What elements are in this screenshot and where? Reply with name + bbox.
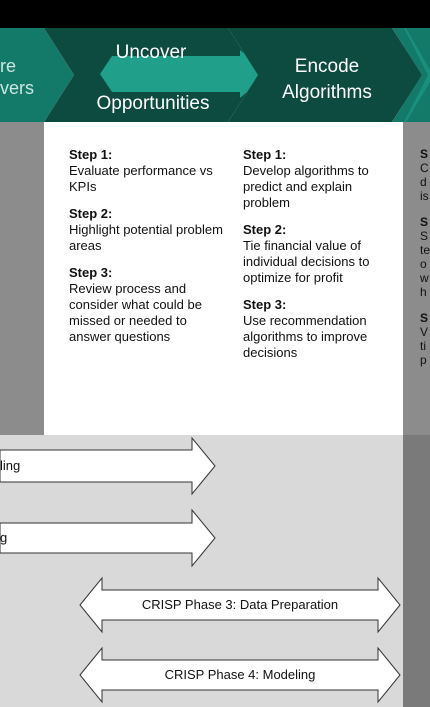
encode-step-1: Step 1: Develop algorithms to predict an…	[243, 147, 393, 211]
step-body: Use recommendation algorithms to improve…	[243, 313, 368, 360]
step-body: Highlight potential problem areas	[69, 222, 223, 253]
step-heading: Step 1:	[243, 147, 287, 162]
partial-line: is	[420, 189, 429, 203]
chevron-encode	[228, 28, 422, 122]
partial-line: o	[420, 257, 427, 271]
partial-line: p	[420, 353, 427, 367]
uncover-step-1: Step 1: Evaluate performance vs KPIs	[69, 147, 229, 195]
crisp-phase4-label: CRISP Phase 4: Modeling	[164, 667, 316, 682]
step-body: Review process and consider what could b…	[69, 281, 202, 344]
chevron-left-partial	[0, 28, 74, 122]
encode-step-3: Step 3: Use recommendation algorithms to…	[243, 297, 393, 361]
uncover-line1: Uncover	[115, 42, 187, 63]
partial-arrow-2-label: g	[0, 530, 8, 545]
partial-line: S	[420, 229, 429, 243]
partial-arrow-1-label: ling	[0, 458, 21, 473]
partial-line: C	[420, 161, 429, 175]
step-heading: Step 3:	[69, 265, 113, 280]
step-heading: Step 2:	[69, 206, 113, 221]
partial-line: d	[420, 175, 427, 189]
encode-steps: Step 1: Develop algorithms to predict an…	[243, 147, 393, 372]
partial-heading-1: S	[420, 147, 429, 161]
partial-line: te	[420, 243, 430, 257]
step-heading: Step 3:	[243, 297, 287, 312]
right-partial-steps: S C d is S S te o w h S V ti p	[420, 147, 430, 367]
crisp-phase3-arrow	[79, 576, 401, 634]
encode-line1: Encode	[294, 56, 360, 77]
step-body: Develop algorithms to predict and explai…	[243, 163, 369, 210]
partial-heading-3: S	[420, 311, 429, 325]
partial-line: V	[420, 325, 429, 339]
encode-line2: Algorithms	[282, 82, 372, 103]
step-heading: Step 2:	[243, 222, 287, 237]
uncover-steps: Step 1: Evaluate performance vs KPIs Ste…	[69, 147, 229, 356]
encode-step-2: Step 2: Tie financial value of individua…	[243, 222, 393, 286]
crisp-phase3-label: CRISP Phase 3: Data Preparation	[141, 597, 339, 612]
step-body: Tie financial value of individual decisi…	[243, 238, 370, 285]
left-partial-line2: vers	[0, 78, 35, 98]
partial-line: h	[420, 285, 427, 299]
left-partial-label: re vers	[0, 55, 35, 99]
uncover-step-3: Step 3: Review process and consider what…	[69, 265, 229, 345]
uncover-line2: Opportunities	[96, 93, 210, 114]
partial-heading-2: S	[420, 215, 429, 229]
partial-line: w	[420, 271, 429, 285]
uncover-step-2: Step 2: Highlight potential problem area…	[69, 206, 229, 254]
partial-arrow-1	[0, 436, 216, 496]
chevron-right-edge	[404, 28, 430, 122]
partial-arrow-2	[0, 508, 216, 568]
lower-right-panel	[403, 435, 430, 707]
partial-line: ti	[420, 339, 426, 353]
chevron-right-partial	[392, 28, 430, 122]
highlight-arrow	[100, 50, 268, 98]
step-heading: Step 1:	[69, 147, 113, 162]
crisp-phase4-arrow	[79, 646, 401, 704]
step-body: Evaluate performance vs KPIs	[69, 163, 213, 194]
left-partial-line1: re	[0, 56, 17, 76]
